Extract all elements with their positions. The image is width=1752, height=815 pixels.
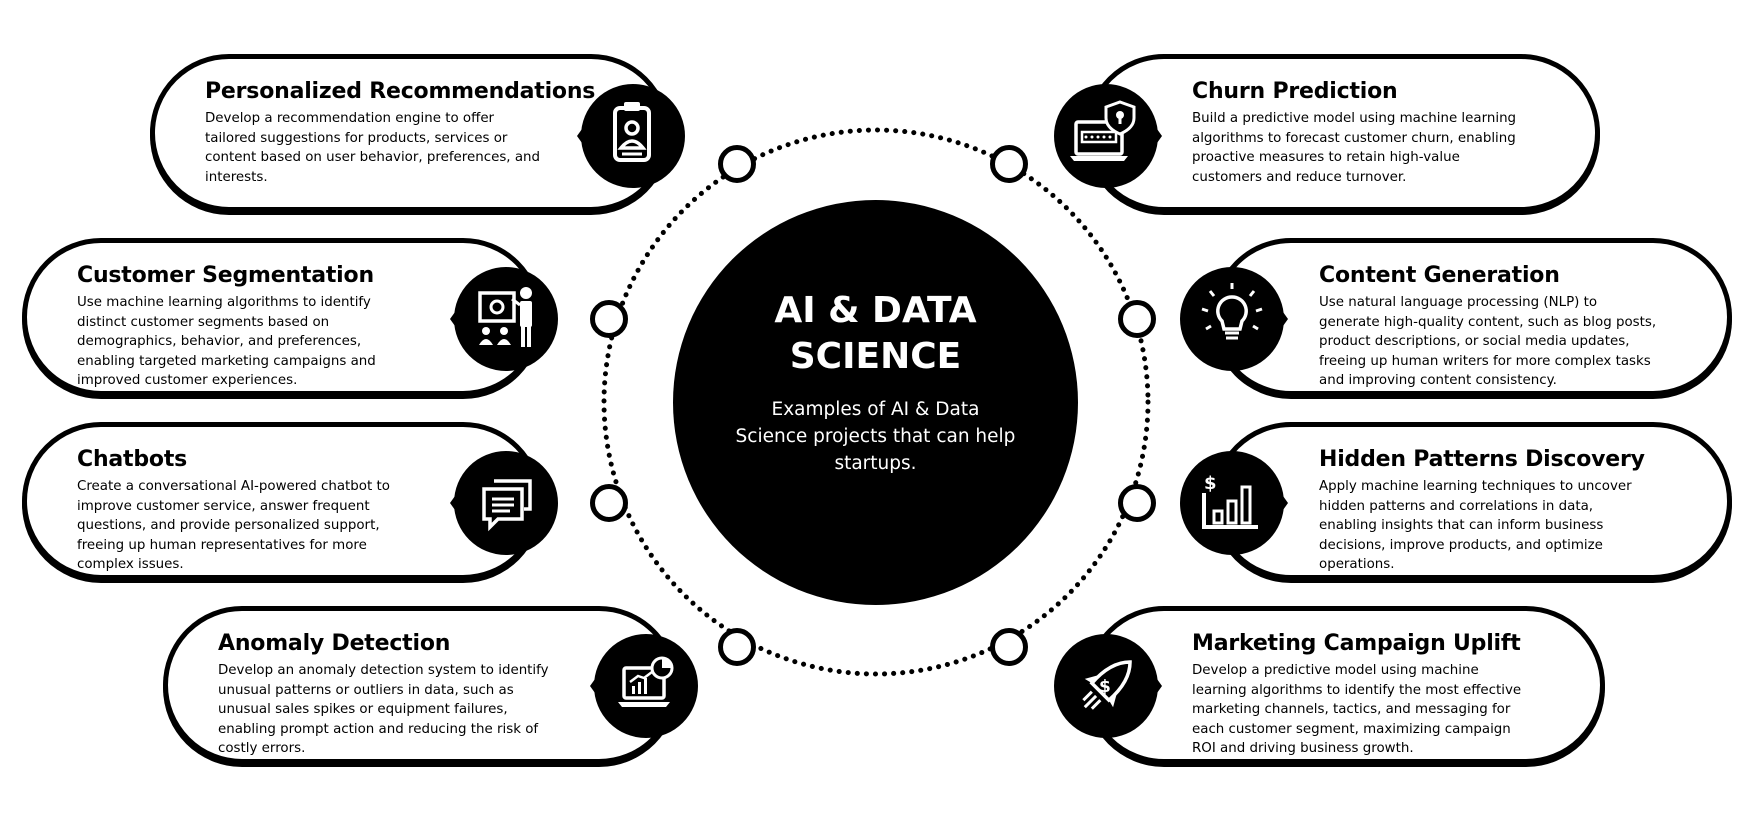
desc-line: freeing up human representatives for mor… xyxy=(77,537,367,553)
desc-line: complex issues. xyxy=(77,557,184,572)
card-title: Chatbots xyxy=(77,447,188,472)
desc-line: unusual sales spikes or equipment failur… xyxy=(218,702,508,717)
desc-line: decisions, improve products, and optimiz… xyxy=(1319,537,1603,553)
center-circle xyxy=(673,200,1078,605)
desc-line: each customer segment, maximizing campai… xyxy=(1192,721,1511,737)
card-description: Use machine learning algorithms to ident… xyxy=(77,293,457,391)
card-title: Personalized Recommendations xyxy=(205,79,596,104)
desc-line: customers and reduce turnover. xyxy=(1192,169,1407,185)
svg-text:$: $ xyxy=(1204,473,1217,494)
card-title: Content Generation xyxy=(1319,263,1560,288)
card-title: Anomaly Detection xyxy=(218,631,451,656)
ring-node xyxy=(990,628,1028,666)
desc-line: proactive measures to retain high-value xyxy=(1192,150,1460,165)
desc-line: demographics, behavior, and preferences, xyxy=(77,334,362,349)
desc-line: improve customer service, answer frequen… xyxy=(77,498,370,514)
desc-line: product descriptions, or social media up… xyxy=(1319,334,1630,349)
ring-node xyxy=(990,145,1028,183)
card-description: Apply machine learning techniques to unc… xyxy=(1319,477,1709,575)
card-anomaly-detection: Anomaly Detection Develop an anomaly det… xyxy=(163,606,678,764)
card-hidden-patterns-discovery: Hidden Patterns Discovery Apply machine … xyxy=(1212,422,1732,580)
center-title-line2: SCIENCE xyxy=(789,336,962,377)
lightbulb-icon xyxy=(1176,263,1288,375)
card-marketing-campaign-uplift: Marketing Campaign Uplift Develop a pred… xyxy=(1085,606,1605,764)
desc-line: algorithms to forecast customer churn, e… xyxy=(1192,130,1516,146)
ring-node xyxy=(1118,300,1156,338)
desc-line: costly errors. xyxy=(218,741,306,756)
desc-line: ROI and driving business growth. xyxy=(1192,741,1414,756)
desc-line: hidden patterns and correlations in data… xyxy=(1319,498,1594,514)
card-description: Develop a recommendation engine to offer… xyxy=(205,109,585,187)
center-title: AI & DATA SCIENCE xyxy=(673,288,1078,380)
desc-line: and improving content consistency. xyxy=(1319,373,1557,388)
desc-line: Create a conversational AI-powered chatb… xyxy=(77,479,390,494)
desc-line: freeing up human writers for more comple… xyxy=(1319,353,1651,369)
laptop-analytics-icon xyxy=(590,630,702,742)
card-churn-prediction: Churn Prediction Build a predictive mode… xyxy=(1085,54,1600,212)
card-title: Hidden Patterns Discovery xyxy=(1319,447,1645,472)
laptop-shield-icon xyxy=(1050,80,1162,192)
desc-line: marketing channels, tactics, and messagi… xyxy=(1192,702,1511,717)
desc-line: operations. xyxy=(1319,557,1395,572)
ring-node xyxy=(718,628,756,666)
desc-line: improved customer experiences. xyxy=(77,373,298,388)
card-title: Marketing Campaign Uplift xyxy=(1192,631,1521,656)
ring-node xyxy=(1118,484,1156,522)
ring-node xyxy=(718,145,756,183)
card-description: Develop a predictive model using machine… xyxy=(1192,661,1572,759)
center-subtitle: Examples of AI & Data Science projects t… xyxy=(735,399,1016,474)
desc-line: Use natural language processing (NLP) to xyxy=(1319,295,1598,310)
desc-line: enabling prompt action and reducing the … xyxy=(218,721,539,737)
desc-line: distinct customer segments based on xyxy=(77,314,330,330)
desc-line: learning algorithms to identify the most… xyxy=(1192,682,1522,698)
svg-text:$: $ xyxy=(1099,677,1111,697)
card-description: Build a predictive model using machine l… xyxy=(1192,109,1572,187)
chat-bubbles-icon xyxy=(450,447,562,559)
desc-line: Develop an anomaly detection system to i… xyxy=(218,663,549,678)
card-title: Churn Prediction xyxy=(1192,79,1398,104)
desc-line: interests. xyxy=(205,169,268,185)
desc-line: Use machine learning algorithms to ident… xyxy=(77,295,371,310)
clipboard-user-icon xyxy=(577,80,689,192)
ring-node xyxy=(590,484,628,522)
desc-line: unusual patterns or outliers in data, su… xyxy=(218,682,514,698)
ring-node xyxy=(590,300,628,338)
card-description: Create a conversational AI-powered chatb… xyxy=(77,477,457,575)
desc-line: Build a predictive model using machine l… xyxy=(1192,111,1517,126)
desc-line: generate high-quality content, such as b… xyxy=(1319,314,1657,330)
desc-line: Apply machine learning techniques to unc… xyxy=(1319,479,1632,494)
card-title: Customer Segmentation xyxy=(77,263,374,288)
desc-line: Develop a recommendation engine to offer xyxy=(205,111,495,126)
desc-line: questions, and provide personalized supp… xyxy=(77,518,380,533)
center-title-line1: AI & DATA xyxy=(774,290,977,331)
desc-line: content based on user behavior, preferen… xyxy=(205,150,541,165)
desc-line: tailored suggestions for products, servi… xyxy=(205,130,508,146)
card-description: Develop an anomaly detection system to i… xyxy=(218,661,598,759)
desc-line: Develop a predictive model using machine xyxy=(1192,663,1479,678)
card-personalized-recommendations: Personalized Recommendations Develop a r… xyxy=(150,54,670,212)
card-description: Use natural language processing (NLP) to… xyxy=(1319,293,1709,391)
presentation-audience-icon xyxy=(450,263,562,375)
dollar-bar-chart-icon: $ xyxy=(1176,447,1288,559)
desc-line: enabling insights that can inform busine… xyxy=(1319,518,1604,533)
card-content-generation: Content Generation Use natural language … xyxy=(1212,238,1732,396)
dollar-rocket-icon: $ xyxy=(1050,630,1162,742)
desc-line: enabling targeted marketing campaigns an… xyxy=(77,353,376,369)
